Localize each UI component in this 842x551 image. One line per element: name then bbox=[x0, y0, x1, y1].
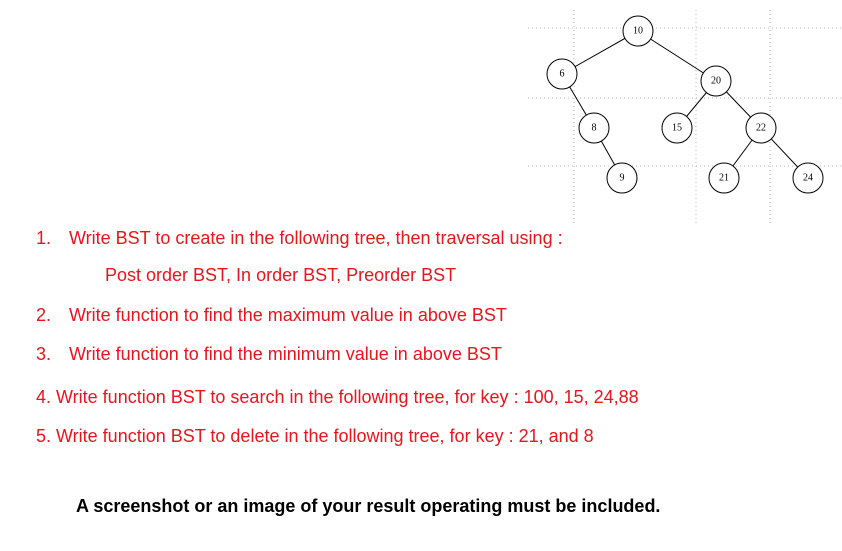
tree-node-22: 22 bbox=[745, 112, 777, 144]
tree-node-21: 21 bbox=[708, 162, 740, 194]
svg-text:15: 15 bbox=[672, 123, 682, 134]
question-1-traversals: Post order BST, In order BST, Preorder B… bbox=[105, 265, 457, 285]
svg-text:24: 24 bbox=[803, 173, 813, 184]
svg-text:10: 10 bbox=[633, 26, 643, 37]
bst-diagram: 10 6 20 8 15 22 9 21 24 bbox=[528, 10, 842, 225]
question-2-text: Write function to find the maximum value… bbox=[69, 305, 507, 325]
submission-note: A screenshot or an image of your result … bbox=[76, 496, 661, 516]
question-5: 5. Write function BST to delete in the f… bbox=[36, 426, 594, 446]
question-1: 1. Write BST to create in the following t… bbox=[36, 228, 563, 249]
question-3-text: Write function to find the minimum value… bbox=[69, 344, 502, 364]
question-1-text: Write BST to create in the following tre… bbox=[69, 228, 563, 248]
tree-node-9: 9 bbox=[606, 162, 638, 194]
tree-node-6: 6 bbox=[546, 58, 578, 90]
svg-text:21: 21 bbox=[719, 173, 729, 184]
tree-node-15: 15 bbox=[661, 112, 693, 144]
svg-text:8: 8 bbox=[592, 123, 597, 134]
tree-edges bbox=[561, 30, 809, 179]
question-2-number: 2. bbox=[36, 305, 52, 325]
dotted-guides bbox=[528, 10, 842, 225]
question-4: 4. Write function BST to search in the f… bbox=[36, 387, 639, 407]
svg-text:6: 6 bbox=[560, 69, 565, 80]
question-3-number: 3. bbox=[36, 344, 52, 364]
question-2: 2. Write function to find the maximum val… bbox=[36, 305, 507, 326]
question-1-number: 1. bbox=[36, 228, 52, 248]
tree-node-8: 8 bbox=[578, 112, 610, 144]
svg-text:20: 20 bbox=[711, 76, 721, 87]
question-3: 3. Write function to find the minimum val… bbox=[36, 344, 502, 365]
tree-node-24: 24 bbox=[792, 162, 824, 194]
svg-text:22: 22 bbox=[756, 123, 766, 134]
tree-node-20: 20 bbox=[700, 65, 732, 97]
tree-node-10: 10 bbox=[622, 15, 654, 47]
svg-text:9: 9 bbox=[620, 173, 625, 184]
